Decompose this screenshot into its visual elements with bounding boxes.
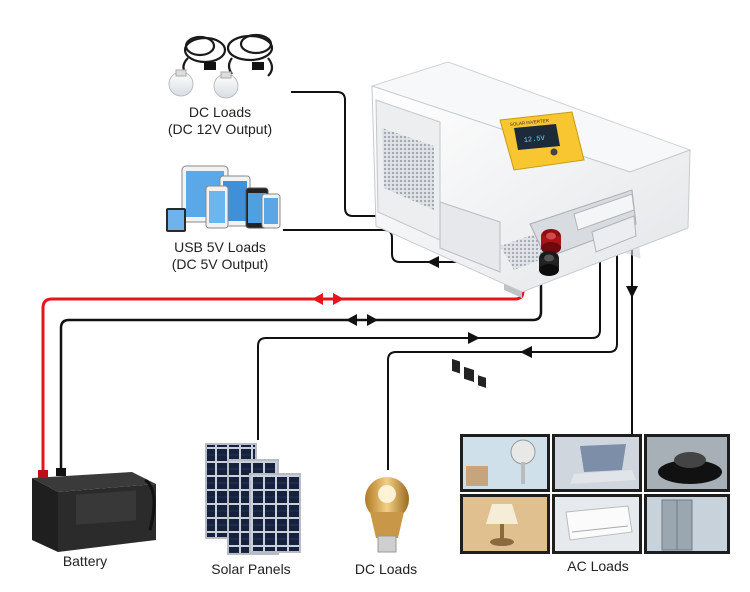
solar-panels-icon — [205, 443, 301, 555]
fan-icon — [460, 434, 550, 492]
lcd-display — [514, 124, 560, 150]
rj45-port — [464, 366, 474, 383]
side-vents — [382, 128, 434, 210]
arrow-dc-loads-icon — [520, 346, 532, 358]
usb-port-2 — [478, 375, 486, 388]
label-usb-loads: USB 5V Loads (DC 5V Output) — [150, 239, 290, 273]
ac-loads-icon — [460, 434, 730, 554]
lamp-icon — [460, 494, 550, 554]
label-dc-loads-top: DC Loads (DC 12V Output) — [150, 104, 290, 138]
front-panel-title: SOLAR INVERTER — [510, 118, 550, 127]
dc-bulb-icon — [365, 477, 409, 553]
arrow-battery-pos-right-icon — [333, 293, 344, 305]
port-panel — [439, 201, 501, 273]
terminal-positive-icon — [541, 229, 561, 254]
battery-icon — [32, 468, 156, 552]
laptop-icon — [552, 434, 642, 492]
air-conditioner-icon — [552, 494, 642, 554]
arrow-usb5v-icon — [427, 256, 439, 268]
lcd-value: 12.5V — [523, 135, 546, 145]
dc-bulbs-icon — [168, 33, 274, 99]
label-dc-loads-bottom: DC Loads — [354, 561, 418, 577]
terminal-negative-icon — [539, 251, 559, 276]
inverter: SOLAR INVERTER 12.5V — [370, 61, 692, 388]
usb-devices-icon — [166, 165, 281, 232]
arrow-solar-icon — [468, 332, 480, 344]
usb-port — [452, 358, 460, 374]
label-usb-loads-line2: (DC 5V Output) — [171, 256, 269, 272]
power-button[interactable] — [550, 148, 558, 156]
induction-cooker-icon — [644, 434, 730, 492]
refrigerator-icon — [644, 494, 730, 554]
label-ac-loads: AC Loads — [567, 558, 629, 574]
label-usb-loads-line1: USB 5V Loads — [174, 239, 266, 255]
wire-dc12v — [291, 91, 452, 217]
label-solar-panels: Solar Panels — [211, 561, 291, 577]
arrow-battery-neg-left-icon — [346, 314, 357, 326]
arrow-battery-pos-left-icon — [312, 293, 323, 305]
wire-solar — [257, 255, 601, 440]
wire-battery-negative — [59, 262, 543, 472]
wire-dc-loads — [387, 248, 618, 470]
arrow-ac-loads-icon — [626, 286, 638, 298]
label-battery: Battery — [62, 553, 108, 569]
label-dc-loads-top-line1: DC Loads — [188, 104, 252, 120]
label-dc-loads-top-line2: (DC 12V Output) — [167, 121, 273, 137]
arrow-battery-neg-right-icon — [367, 314, 378, 326]
